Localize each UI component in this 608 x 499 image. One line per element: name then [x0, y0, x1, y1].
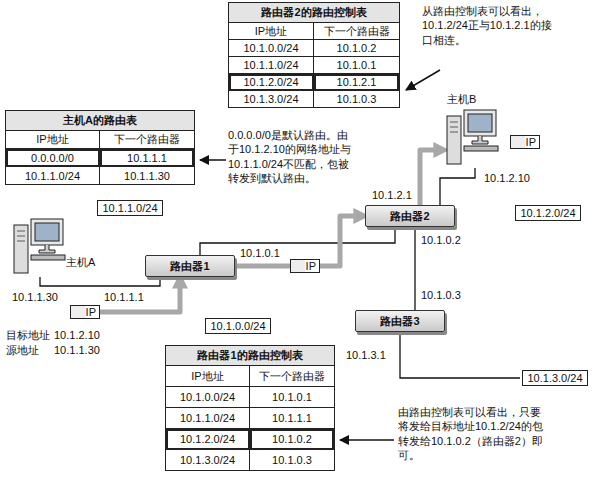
ip-packet: IP [290, 259, 320, 273]
lan-wire [400, 332, 520, 378]
note-text: 从路由控制表可以看出，10.1.2/24正与10.1.2.1的接口相连。 [422, 4, 562, 47]
routing-table: 主机A的路由表IP地址下一个路由器0.0.0.0/010.1.1.110.1.1… [5, 110, 195, 185]
lan-wire [414, 227, 415, 310]
table-cell: 10.1.2.0/24 [166, 429, 250, 450]
table-cell: 10.1.3.0/24 [166, 450, 250, 470]
packet-route-arrow [420, 150, 443, 205]
address-label: 10.1.1.30 [12, 290, 58, 304]
table-cell: 10.1.2.1 [314, 74, 399, 91]
host-computer: 主机B [445, 92, 507, 168]
address-label: 10.1.0.1 [240, 246, 280, 260]
computer-icon [12, 217, 68, 277]
note-text: 由路由控制表可以看出，只要将发给目标地址10.1.2/24的包转发给10.1.0… [398, 405, 548, 462]
table-title: 路由器2的路由控制表 [229, 3, 399, 23]
table-cell: IP地址 [6, 131, 100, 149]
table-cell: 10.1.0.0/24 [229, 40, 314, 57]
host-label: 主机B [447, 92, 476, 107]
network-address: 10.1.0.0/24 [210, 320, 265, 332]
host-label: 主机A [66, 255, 95, 270]
address-label: 10.1.0.2 [421, 233, 461, 247]
computer-icon [445, 108, 501, 168]
table-cell: 10.1.1.0/24 [229, 57, 314, 74]
table-cell: 0.0.0.0/0 [6, 149, 100, 167]
router-box: 路由器3 [355, 310, 445, 332]
address-label: 10.1.1.1 [104, 290, 144, 304]
table-cell: 下一个路由器 [314, 23, 399, 40]
table-cell: 10.1.0.1 [250, 387, 334, 408]
routing-table: 路由器2的路由控制表IP地址下一个路由器10.1.0.0/2410.1.0.21… [228, 2, 400, 108]
network-label-box: 10.1.2.0/24 [515, 205, 581, 221]
table-cell: 10.1.0.1 [314, 57, 399, 74]
table-cell: IP地址 [229, 23, 314, 40]
packet-label: IP [306, 260, 316, 272]
packet-route-arrow [235, 264, 290, 269]
callout-arrow [340, 439, 394, 441]
lan-wire [40, 277, 160, 286]
router-name: 路由器3 [380, 314, 419, 329]
address-label: 10.1.3.1 [346, 348, 386, 362]
address-label: 10.1.2.10 [54, 328, 100, 342]
table-cell: 10.1.0.2 [314, 40, 399, 57]
address-label: 10.1.1.30 [54, 343, 100, 357]
packet-label: IP [526, 136, 536, 148]
address-label: 10.1.0.3 [421, 288, 461, 302]
table-cell: IP地址 [166, 366, 250, 387]
table-cell: 10.1.0.3 [314, 91, 399, 107]
table-cell: 10.1.1.1 [100, 149, 194, 167]
lan-wire [200, 227, 395, 255]
table-cell: 10.1.1.30 [100, 167, 194, 184]
callout-arrow [200, 159, 226, 161]
address-label: 10.1.2.10 [484, 171, 530, 185]
router-name: 路由器1 [170, 259, 209, 274]
address-label: 10.1.2.1 [372, 188, 412, 202]
router-name: 路由器2 [390, 209, 429, 224]
address-label: 源地址 [6, 343, 39, 357]
network-label-box: 10.1.3.0/24 [522, 370, 588, 386]
table-cell: 10.1.1.1 [250, 408, 334, 429]
network-label-box: 10.1.0.0/24 [205, 318, 271, 334]
table-cell: 10.1.0.3 [250, 450, 334, 470]
host-computer: 主机A [12, 205, 94, 277]
network-address: 10.1.1.0/24 [102, 202, 157, 214]
ip-packet: IP [510, 135, 540, 149]
network-label-box: 10.1.1.0/24 [97, 200, 163, 216]
table-cell: 10.1.0.0/24 [166, 387, 250, 408]
network-address: 10.1.3.0/24 [527, 372, 582, 384]
callout-arrow [406, 70, 440, 90]
table-cell: 10.1.3.0/24 [229, 91, 314, 107]
router-box: 路由器2 [365, 205, 455, 227]
packet-route-arrow [100, 279, 180, 312]
table-cell: 10.1.1.0/24 [6, 167, 100, 184]
table-title: 路由器1的路由控制表 [166, 346, 334, 366]
routing-table: 路由器1的路由控制表IP地址下一个路由器10.1.0.0/2410.1.0.11… [165, 345, 335, 471]
network-address: 10.1.2.0/24 [520, 207, 575, 219]
table-cell: 10.1.2.0/24 [229, 74, 314, 91]
table-title: 主机A的路由表 [6, 111, 194, 131]
packet-label: IP [86, 306, 96, 318]
ip-packet: IP [70, 305, 100, 319]
table-cell: 10.1.1.0/24 [166, 408, 250, 429]
packet-route-arrow [320, 216, 363, 266]
table-cell: 下一个路由器 [100, 131, 194, 149]
note-text: 0.0.0.0/0是默认路由。由于10.1.2.10的网络地址与10.1.1.0… [228, 128, 358, 185]
table-cell: 下一个路由器 [250, 366, 334, 387]
lan-wire [440, 168, 475, 205]
address-label: 目标地址 [6, 328, 50, 342]
router-box: 路由器1 [145, 255, 235, 277]
table-cell: 10.1.0.2 [250, 429, 334, 450]
